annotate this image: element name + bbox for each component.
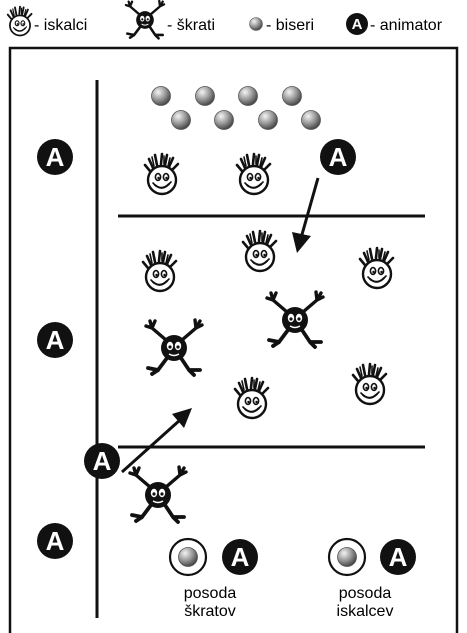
container-animator: A [380,539,416,575]
animator-letter: A [93,446,112,476]
seeker-container-label-line2: iskalcev [337,603,394,620]
dwarf-container-label-line2: škratov [184,603,236,620]
legend-animator-label: - animator [370,17,443,34]
pearl-icon [338,548,357,567]
pearl-icon [172,111,191,130]
pearl-icon [179,548,198,567]
seeker-icon [360,248,393,288]
seeker-icon [235,378,268,418]
animator-left-middle: A [37,322,73,358]
seeker-container: A [329,539,416,575]
legend-pearl-icon [250,18,263,31]
seeker-icon [237,154,270,194]
legend-animator-letter: A [352,16,363,33]
legend: - iskalci - škrati - biseri A - animator [8,1,443,38]
animator-letter: A [46,526,65,556]
pearl-icon [196,87,215,106]
dwarf-container-label-line1: posoda [184,585,237,602]
pearl-icon [239,87,258,106]
legend-seeker-label: - iskalci [34,17,87,34]
arrow-up [122,408,192,472]
animator-top-zone: A [320,139,356,175]
animator-letter: A [389,542,408,572]
pearl-icon [259,111,278,130]
seeker-icon [243,231,276,271]
animator-letter: A [231,542,250,572]
seeker-icon [145,154,178,194]
pearl-icon [283,87,302,106]
pearl-icon [302,111,321,130]
animator-letter: A [46,325,65,355]
animator-left-bottom: A [37,523,73,559]
animator-letter: A [329,142,348,172]
legend-dwarf-label: - škrati [167,17,215,34]
legend-animator-icon: A [346,13,368,35]
legend-pearl-label: - biseri [266,17,314,34]
animator-left-top: A [37,139,73,175]
animator-letter: A [46,142,65,172]
dwarf-icon [146,320,202,375]
pearl-cluster [152,87,321,130]
animator-bottom-zone: A [84,443,120,479]
pearl-icon [152,87,171,106]
seeker-container-label-line1: posoda [339,585,392,602]
seeker-icon [353,364,386,404]
legend-seeker-icon [8,7,32,36]
seeker-icon [143,251,176,291]
dwarf-container: A [170,539,258,575]
dwarf-icon [267,292,323,347]
container-animator: A [222,539,258,575]
dwarf-icon [130,467,186,522]
legend-dwarf-icon [126,1,164,38]
pearl-icon [215,111,234,130]
